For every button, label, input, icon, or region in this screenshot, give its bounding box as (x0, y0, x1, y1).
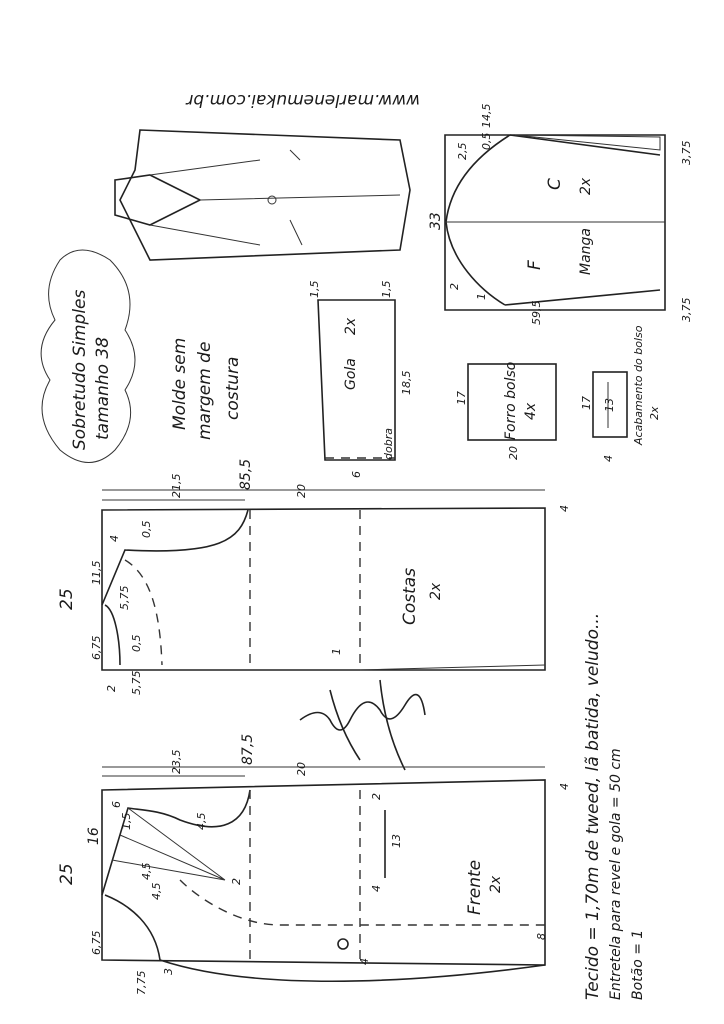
svg-text:16: 16 (86, 827, 102, 845)
manga-piece: C 2x F Manga 33 14,5 59,5 3,75 3,75 2,5 … (428, 104, 693, 326)
gola-piece: Gola 2x dobra 1,5 1,5 18,5 6 (308, 281, 413, 479)
title-line2: tamanho 38 (93, 337, 113, 440)
svg-text:21,5: 21,5 (170, 474, 183, 499)
svg-text:17: 17 (455, 391, 468, 405)
svg-text:2: 2 (230, 878, 243, 885)
svg-text:6: 6 (350, 471, 363, 478)
svg-text:25: 25 (57, 863, 77, 885)
svg-text:3,75: 3,75 (680, 298, 693, 323)
acabamento-bolso-piece: 13 17 4 Acabamento do bolso 2x (580, 325, 661, 462)
svg-text:5,75: 5,75 (130, 671, 143, 696)
svg-text:4: 4 (370, 885, 383, 892)
frente-piece: 87,5 23,5 20 25 6 16 6,75 4,5 4,5 7,75 3… (57, 734, 571, 995)
svg-text:20: 20 (295, 762, 308, 776)
svg-text:4: 4 (108, 535, 121, 542)
svg-text:4,5: 4,5 (140, 863, 153, 881)
svg-text:Costas: Costas (400, 568, 420, 625)
svg-text:3: 3 (162, 968, 175, 975)
svg-text:11,5: 11,5 (90, 561, 103, 586)
svg-text:2,5: 2,5 (456, 143, 469, 161)
svg-text:1,5: 1,5 (380, 281, 393, 299)
svg-text:13: 13 (390, 834, 403, 848)
svg-text:2x: 2x (578, 177, 594, 195)
materials-interfacing: Entretela para revel e gola = 50 cm (608, 748, 624, 1000)
note-line2: margem de (195, 342, 215, 440)
svg-text:Forro bolso: Forro bolso (503, 362, 519, 440)
title-cloud: Sobretudo Simples tamanho 38 (40, 249, 136, 463)
svg-text:Acabamento do bolso: Acabamento do bolso (632, 325, 645, 446)
svg-text:14,5: 14,5 (480, 104, 493, 129)
svg-text:17: 17 (580, 396, 593, 410)
svg-text:1: 1 (330, 648, 343, 655)
svg-text:F: F (525, 260, 545, 270)
title-line1: Sobretudo Simples (70, 289, 90, 450)
svg-text:4: 4 (558, 783, 571, 790)
svg-text:25: 25 (57, 588, 77, 610)
svg-text:4,5: 4,5 (195, 813, 208, 831)
svg-text:87,5: 87,5 (240, 734, 256, 765)
svg-text:4: 4 (602, 455, 615, 462)
svg-text:6,75: 6,75 (90, 931, 103, 956)
svg-text:1,5: 1,5 (120, 813, 133, 831)
svg-text:1,5: 1,5 (308, 281, 321, 299)
svg-text:20: 20 (507, 446, 520, 460)
svg-text:4x: 4x (523, 402, 539, 420)
svg-text:Manga: Manga (578, 228, 594, 275)
svg-text:6,75: 6,75 (90, 636, 103, 661)
svg-text:2x: 2x (343, 317, 359, 335)
costas-piece: 85,5 21,5 20 25 4 11,5 6,75 5,75 0,5 0,5… (57, 459, 571, 695)
svg-text:C: C (545, 178, 565, 190)
svg-text:2: 2 (105, 685, 118, 692)
coat-sketch (114, 129, 411, 261)
svg-text:13: 13 (603, 398, 616, 412)
svg-text:23,5: 23,5 (170, 750, 183, 775)
note-line3: costura (223, 357, 243, 420)
svg-text:0,5: 0,5 (130, 635, 143, 653)
svg-text:2x: 2x (488, 875, 504, 893)
svg-text:4,5: 4,5 (150, 883, 163, 901)
svg-text:1: 1 (475, 293, 488, 300)
svg-text:0,5: 0,5 (480, 133, 493, 151)
svg-text:6: 6 (110, 801, 123, 808)
svg-text:4: 4 (358, 958, 371, 965)
svg-text:20: 20 (295, 484, 308, 498)
materials-fabric: Tecido = 1,70m de tweed, lã batida, velu… (583, 613, 603, 1000)
website-url: www.marlenemukai.com.br (185, 90, 420, 110)
svg-text:5,75: 5,75 (118, 586, 131, 611)
svg-text:4: 4 (558, 505, 571, 512)
svg-text:7,75: 7,75 (135, 971, 148, 996)
svg-text:3,75: 3,75 (680, 141, 693, 166)
svg-text:33: 33 (428, 212, 444, 230)
svg-text:dobra: dobra (382, 428, 395, 460)
svg-text:85,5: 85,5 (238, 459, 254, 490)
svg-text:2x: 2x (648, 406, 661, 420)
svg-text:59,5: 59,5 (530, 301, 543, 326)
svg-text:8: 8 (535, 933, 548, 940)
svg-text:Gola: Gola (343, 358, 359, 390)
forro-bolso-piece: Forro bolso 4x 17 20 (455, 362, 557, 460)
svg-text:2: 2 (370, 793, 383, 800)
svg-text:Frente: Frente (465, 860, 485, 915)
svg-text:2: 2 (448, 283, 461, 290)
svg-text:2x: 2x (428, 582, 444, 600)
note-line1: Molde sem (170, 338, 190, 430)
svg-text:18,5: 18,5 (400, 371, 413, 396)
materials-buttons: Botão = 1 (630, 930, 646, 1000)
svg-text:0,5: 0,5 (140, 521, 153, 539)
signature (299, 679, 426, 771)
